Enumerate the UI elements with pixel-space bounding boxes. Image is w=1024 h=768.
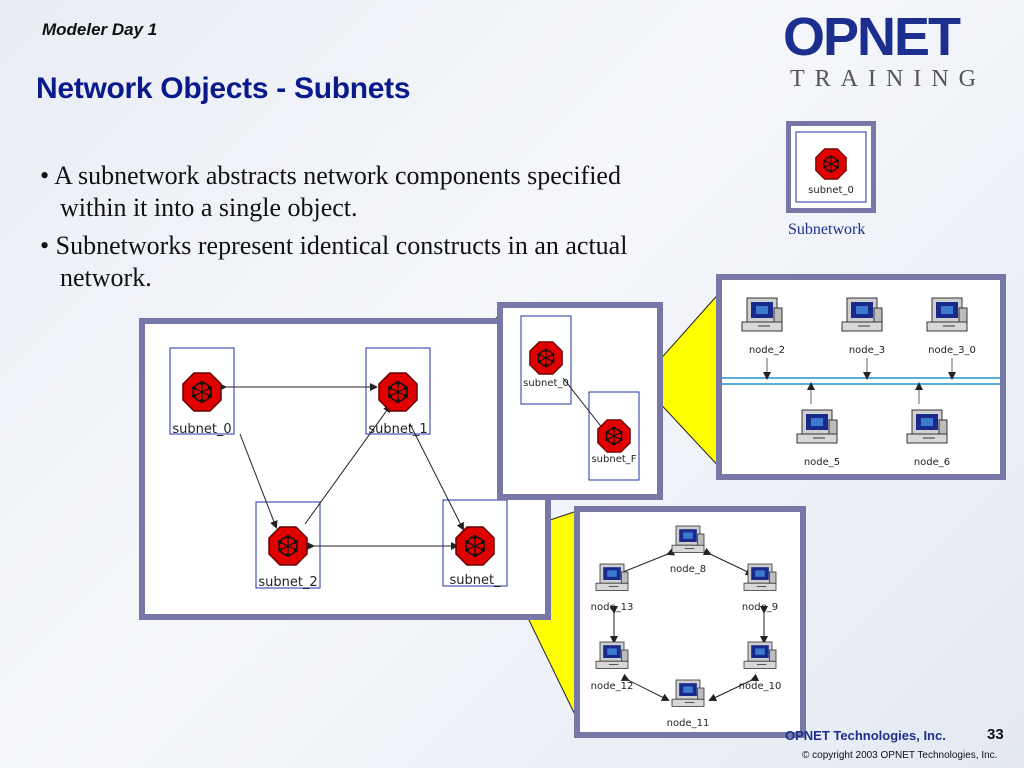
node-label: node_10 xyxy=(738,681,782,692)
subnetwork-caption: Subnetwork xyxy=(788,221,866,238)
node-label: node_9 xyxy=(741,602,779,613)
slide-title: Network Objects - Subnets xyxy=(36,72,411,105)
subnet-label: subnet_2 xyxy=(258,575,318,590)
node-label: node_5 xyxy=(803,457,841,468)
subnet-label: subnet_0 xyxy=(172,422,232,437)
copyright-text: © copyright 2003 OPNET Technologies, Inc… xyxy=(802,750,998,761)
page-number: 33 xyxy=(987,726,1004,743)
lan-node-diagram: node_2 node_3 node_3_0 node_5 node_6 xyxy=(716,274,1006,480)
node-label: node_3_0 xyxy=(928,345,976,356)
footer-company: OPNET Technologies, Inc. xyxy=(785,728,946,743)
nested-subnet-diagram: subnet_0 subnet_F xyxy=(497,302,663,500)
subnet-icon-frame: subnet_0 xyxy=(786,121,876,213)
subnet-label: subnet_1 xyxy=(368,422,428,437)
bullet-list: • A subnetwork abstracts network compone… xyxy=(40,160,680,300)
node-label: node_12 xyxy=(590,681,634,692)
training-logo-text: TRAINING xyxy=(790,66,986,92)
subnet-label: subnet_F xyxy=(591,454,637,465)
bullet-item: • A subnetwork abstracts network compone… xyxy=(40,161,621,222)
ring-node-diagram: node_8 node_13 node_9 node_12 node_10 no… xyxy=(574,506,806,738)
subnet-label: subnet_ xyxy=(449,573,501,588)
main-subnet-diagram: subnet_0 subnet_1 subnet_2 subnet_ xyxy=(139,318,551,620)
node-label: node_8 xyxy=(669,564,707,575)
bullet-item: • Subnetworks represent identical constr… xyxy=(40,231,628,292)
node-label: node_3 xyxy=(848,345,886,356)
node-label: node_6 xyxy=(913,457,951,468)
node-label: node_13 xyxy=(590,602,634,613)
subnet-label: subnet_0 xyxy=(523,378,569,389)
header-label: Modeler Day 1 xyxy=(42,20,158,39)
node-label: node_2 xyxy=(748,345,786,356)
subnet-icon-label: subnet_0 xyxy=(808,185,854,196)
opnet-logo: OPNET xyxy=(783,7,961,67)
node-label: node_11 xyxy=(666,718,710,729)
